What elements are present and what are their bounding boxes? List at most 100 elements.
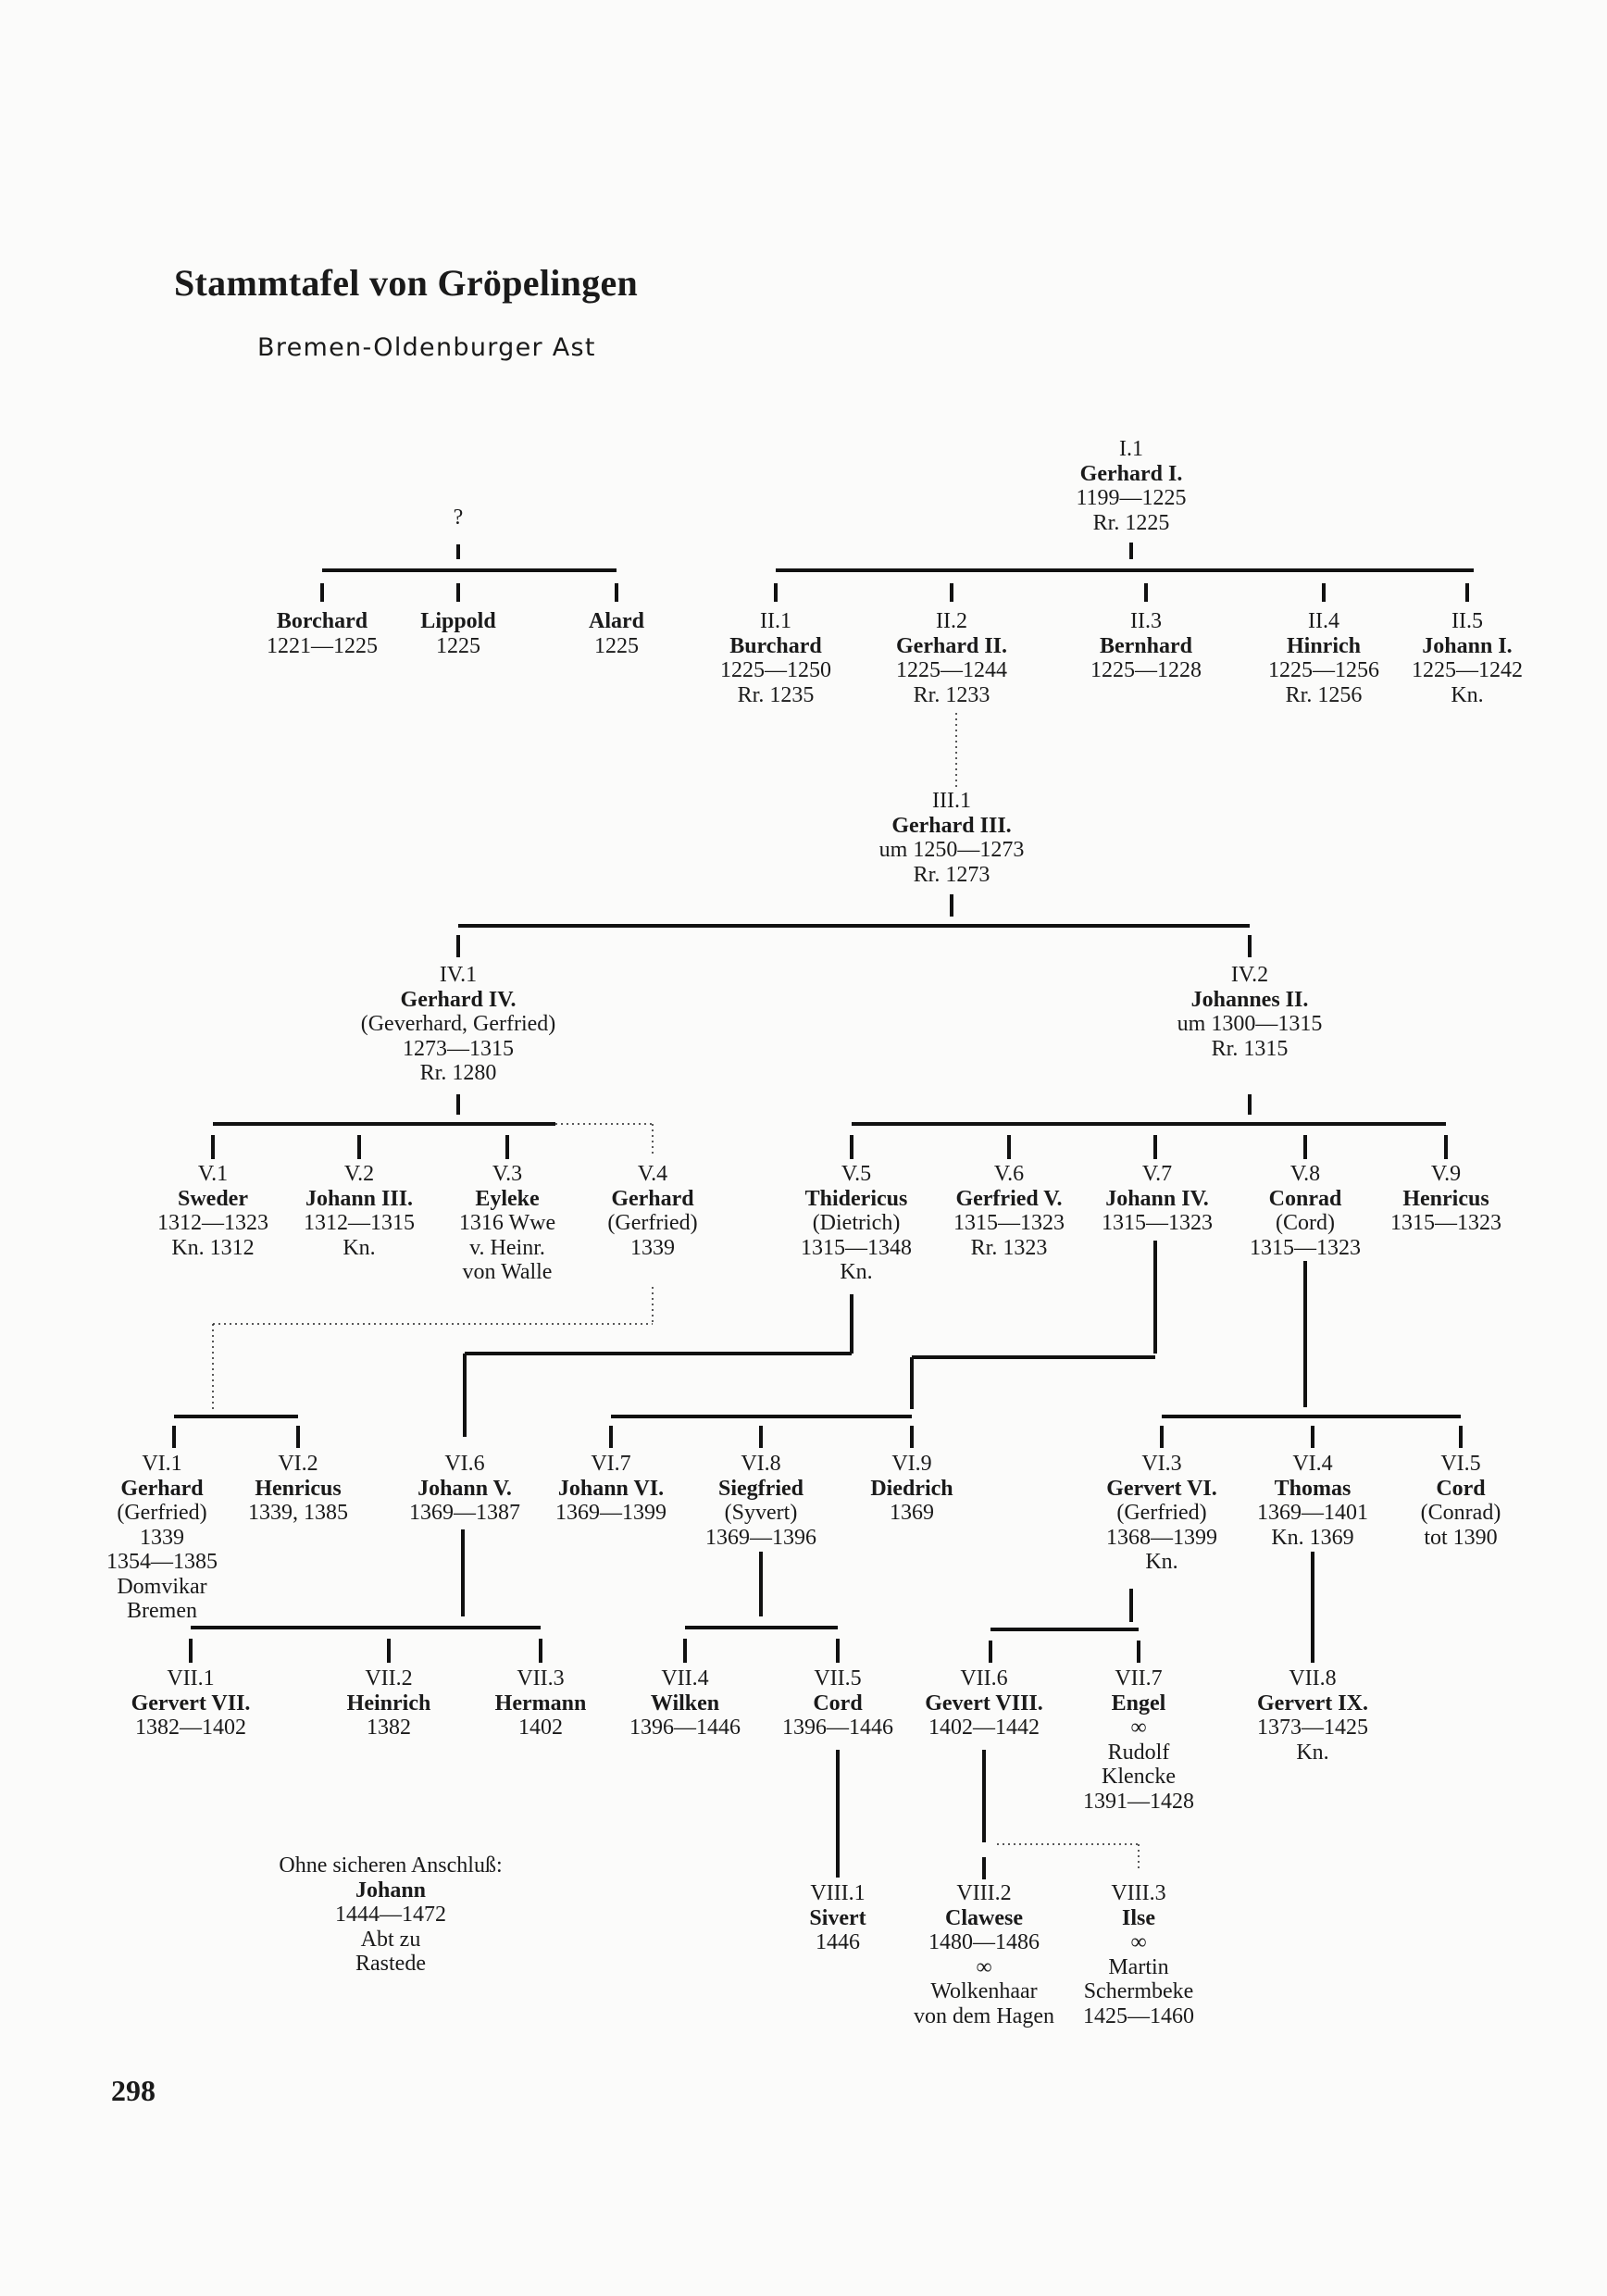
person-detail: 1225 [435,633,480,658]
person-detail: VI.2 [278,1452,318,1476]
person-name: Sweder [178,1186,248,1211]
person-detail: III.1 [932,789,971,813]
person-detail: I.1 [1118,437,1143,461]
unknown-parent-mark: ? [453,505,464,530]
person-detail: II.4 [1308,609,1339,633]
person-detail: (Geverhard, Gerfried) [360,1012,556,1036]
person-detail: VII.3 [517,1666,565,1691]
person-detail: 1369—1387 [409,1501,520,1525]
person-name: Diedrich [870,1476,953,1501]
person-detail: VI.4 [1292,1452,1333,1476]
person-detail: VIII.2 [956,1881,1012,1905]
person-detail: VI.5 [1440,1452,1481,1476]
person-detail: VI.3 [1141,1452,1182,1476]
person-detail: (Syvert) [724,1501,798,1525]
person-name: Gervert VI. [1106,1476,1217,1501]
person-detail: 1225—1250 [720,658,831,682]
person-detail: 1402—1442 [928,1716,1040,1740]
person-name: Gerhard I. [1079,461,1183,486]
person-detail: 1369 [889,1501,934,1525]
person-detail: V.4 [637,1162,668,1186]
person-detail: 1225 [594,633,639,658]
person-name: Henricus [1402,1186,1489,1211]
person-detail: um 1250—1273 [878,838,1025,862]
person-detail: Rr. 1323 [970,1235,1048,1260]
person-name: Thidericus [804,1186,908,1211]
person-name: Johannes II. [1190,987,1309,1012]
person-detail: 1339 [629,1235,675,1260]
person-detail: Schermbeke [1083,1979,1194,2003]
person-detail: 1315—1323 [1250,1235,1361,1260]
person-detail: Kn. [1145,1550,1178,1574]
person-detail: ∞ [1130,1930,1147,1954]
person-detail: 1446 [816,1930,860,1954]
person-detail: 1425—1460 [1083,2003,1194,2028]
page-number: 298 [111,2074,156,2107]
person-detail: V.6 [993,1162,1025,1186]
person-detail: 1225—1244 [896,658,1007,682]
person-name: Gerhard IV. [400,987,517,1012]
person-detail: Kn. [840,1260,873,1284]
person-detail: 1312—1315 [304,1211,415,1235]
person-name: Gerhard III. [891,813,1012,838]
person-detail: V.7 [1141,1162,1173,1186]
person-name: Johann IV. [1105,1186,1209,1211]
person-name: Alard [589,609,644,633]
person-detail: 1273—1315 [402,1036,514,1061]
person-detail: Martin [1108,1954,1169,1979]
person-detail: VI.6 [444,1452,485,1476]
person-name: Johann V. [417,1476,512,1501]
person-detail: 1312—1323 [157,1211,268,1235]
person-detail: V.1 [197,1162,229,1186]
person-detail: 1396—1446 [629,1716,741,1740]
person-detail: (Dietrich) [812,1211,901,1235]
person-detail: 1369—1396 [705,1525,816,1550]
page-title: Stammtafel von Gröpelingen [174,262,639,304]
person-detail: V.2 [343,1162,375,1186]
person-detail: VIII.3 [1111,1881,1166,1905]
person-detail: Rr. 1225 [1092,510,1170,535]
person-detail: tot 1390 [1424,1525,1498,1550]
person-detail: Rudolf [1107,1740,1170,1765]
person-detail: von Walle [462,1260,553,1284]
person-detail: IV.1 [439,963,478,987]
person-detail: um 1300—1315 [1177,1012,1323,1036]
person-detail: VII.1 [167,1666,215,1691]
person-detail: Kn. [1451,682,1484,707]
person-detail: v. Heinr. [469,1235,545,1260]
person-detail: von dem Hagen [914,2003,1054,2028]
person-detail: VI.1 [142,1452,182,1476]
person-name: Lippold [420,609,496,633]
person-detail: Domvikar [117,1574,207,1599]
page-subtitle: Bremen-Oldenburger Ast [257,333,596,362]
person-name: Johann [355,1878,427,1903]
person-detail: Rr. 1273 [913,862,990,887]
person-detail: 1391—1428 [1083,1789,1194,1814]
person-detail: II.2 [936,609,967,633]
loose-note-line: Abt zu [360,1927,421,1952]
